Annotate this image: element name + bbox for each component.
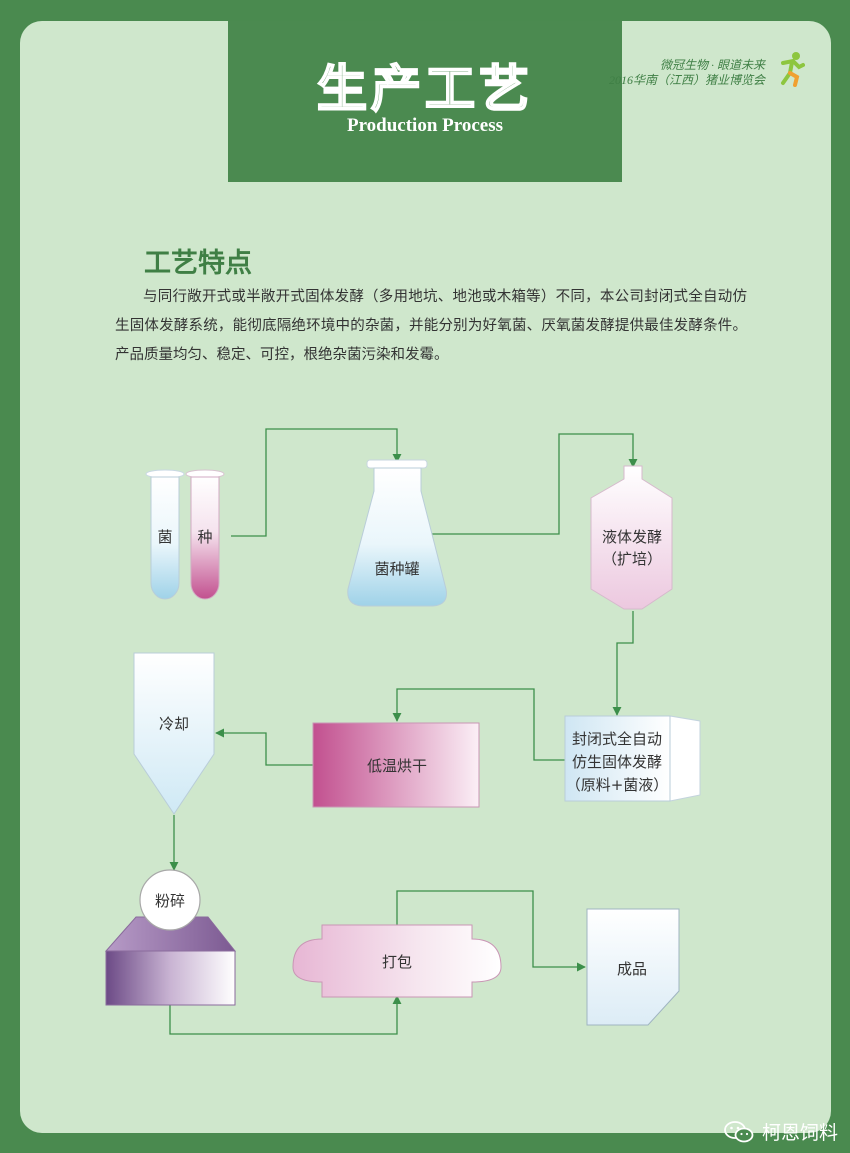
arrow-drying-to-cooling bbox=[215, 728, 313, 766]
arrow-packing-to-product bbox=[396, 890, 586, 972]
cooling-label: 冷却 bbox=[159, 715, 189, 733]
arrow-crushing-to-packing bbox=[169, 995, 402, 1035]
tube-label-2: 种 bbox=[197, 528, 212, 546]
intro-paragraph: 与同行敞开式或半敞开式固体发酵（多用地坑、地池或木箱等）不同，本公司封闭式全自动… bbox=[115, 289, 747, 363]
running-figure-logo-icon bbox=[781, 52, 805, 87]
sealed-label-line-1: 封闭式全自动 bbox=[572, 730, 662, 748]
drying-box bbox=[312, 722, 480, 808]
sealed-fermentation-box bbox=[564, 715, 701, 802]
slogan: 微冠生物 · 眼道未来 2016华南（江西）猪业博览会 bbox=[609, 58, 765, 88]
page-subtitle: Production Process bbox=[346, 115, 504, 136]
section-title: 工艺特点 bbox=[144, 248, 252, 279]
tube-label-1: 菌 bbox=[157, 528, 172, 546]
watermark: 柯恩饲料 bbox=[724, 1118, 838, 1145]
drying-label: 低温烘干 bbox=[367, 757, 427, 775]
arrow-sealed-to-drying bbox=[392, 688, 565, 761]
product-box bbox=[586, 908, 680, 1026]
liquid-fermentation-tank bbox=[590, 465, 673, 610]
test-tube-blue-icon bbox=[145, 469, 185, 600]
wechat-icon bbox=[724, 1120, 754, 1142]
test-tube-pink-icon bbox=[185, 469, 225, 600]
packing-label: 打包 bbox=[382, 953, 412, 971]
packing-box bbox=[292, 924, 502, 998]
arrow-flask-to-liquid bbox=[432, 433, 638, 535]
watermark-text: 柯恩饲料 bbox=[761, 1122, 838, 1144]
liquid-label-line-2: （扩培） bbox=[602, 550, 662, 568]
crushing-machine bbox=[104, 869, 237, 1006]
header-banner: 生产工艺 Production Process bbox=[228, 21, 622, 182]
flask-label: 菌种罐 bbox=[374, 560, 419, 578]
content-panel: 生产工艺 Production Process 微冠生物 · 眼道未来 2016… bbox=[20, 21, 831, 1133]
page-title: 生产工艺 bbox=[316, 58, 533, 119]
cooling-silo bbox=[133, 652, 215, 815]
crushing-label: 粉碎 bbox=[155, 892, 185, 910]
slogan-line-1: 微冠生物 · 眼道未来 bbox=[659, 58, 765, 72]
product-label: 成品 bbox=[617, 960, 647, 978]
flask-icon bbox=[347, 459, 447, 607]
sealed-label-line-3: （原料+菌液） bbox=[566, 776, 669, 794]
liquid-label-line-1: 液体发酵 bbox=[602, 528, 662, 546]
arrow-tubes-to-flask bbox=[231, 428, 402, 537]
slogan-line-2: 2016华南（江西）猪业博览会 bbox=[608, 73, 765, 87]
process-flow-diagram: 菌 种 菌种罐 液体发酵 （扩培） 封闭式全自动 仿生固体发酵 （原料+菌液） … bbox=[104, 428, 701, 1035]
sealed-label-line-2: 仿生固体发酵 bbox=[572, 753, 662, 771]
arrow-liquid-to-sealed bbox=[612, 611, 634, 716]
